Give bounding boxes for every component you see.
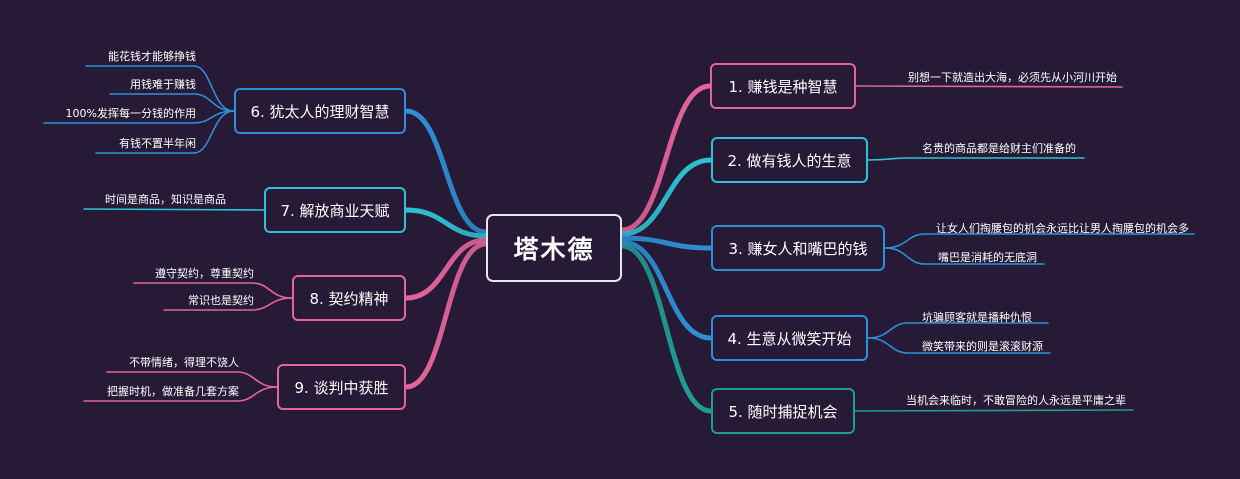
root-node[interactable]: 塔木德 bbox=[486, 214, 622, 282]
leaf-text: 当机会来临时，不敢冒险的人永远是平庸之辈 bbox=[906, 394, 1126, 407]
trunk-connector bbox=[619, 83, 713, 233]
branch-label: 1. 赚钱是种智慧 bbox=[728, 77, 838, 96]
leaf-text: 有钱不置半年闲 bbox=[119, 137, 196, 150]
leaf-text: 遵守契约，尊重契约 bbox=[155, 267, 254, 280]
branch-node[interactable]: 8. 契约精神 bbox=[292, 275, 406, 321]
leaf-connector bbox=[85, 65, 235, 112]
branch-label: 4. 生意从微笑开始 bbox=[727, 329, 852, 348]
leaf-text: 嘴巴是消耗的无底洞 bbox=[938, 251, 1037, 264]
leaf-text: 常识也是契约 bbox=[188, 294, 254, 307]
branch-label: 8. 契约精神 bbox=[309, 289, 389, 308]
leaf-text: 能花钱才能够挣钱 bbox=[108, 50, 196, 63]
leaf-connector bbox=[867, 337, 1051, 354]
leaf-connector bbox=[133, 282, 293, 299]
branch-node[interactable]: 4. 生意从微笑开始 bbox=[711, 315, 868, 361]
trunk-connector bbox=[403, 237, 489, 301]
leaf-connector bbox=[884, 233, 1195, 249]
leaf-text: 坑骗顾客就是播种仇恨 bbox=[922, 311, 1032, 324]
leaf-text: 把握时机，做准备几套方案 bbox=[107, 385, 239, 398]
leaf-connector bbox=[855, 85, 1123, 88]
leaf-connector bbox=[95, 110, 235, 154]
leaf-connector bbox=[83, 208, 265, 211]
leaf-text: 不带情绪，得理不饶人 bbox=[129, 356, 239, 369]
branch-node[interactable]: 5. 随时捕捉机会 bbox=[711, 388, 855, 434]
branch-node[interactable]: 1. 赚钱是种智慧 bbox=[710, 63, 856, 109]
leaf-connector bbox=[867, 322, 1049, 339]
branch-node[interactable]: 7. 解放商业天赋 bbox=[264, 187, 406, 233]
leaf-connector bbox=[854, 409, 1134, 412]
trunk-connector bbox=[619, 157, 714, 237]
leaf-text: 名贵的商品都是给财主们准备的 bbox=[922, 142, 1076, 155]
leaf-text: 100%发挥每一分钱的作用 bbox=[65, 107, 196, 120]
leaf-connector bbox=[163, 297, 293, 311]
branch-node[interactable]: 2. 做有钱人的生意 bbox=[711, 137, 868, 183]
leaf-text: 用钱难于赚钱 bbox=[130, 78, 196, 91]
leaf-connector bbox=[83, 386, 278, 402]
leaf-text: 时间是商品，知识是商品 bbox=[105, 193, 226, 206]
trunk-connector bbox=[619, 235, 714, 251]
branch-node[interactable]: 9. 谈判中获胜 bbox=[277, 364, 406, 410]
leaf-text: 让女人们掏腰包的机会永远比让男人掏腰包的机会多 bbox=[936, 222, 1189, 235]
branch-label: 3. 赚女人和嘴巴的钱 bbox=[728, 239, 868, 258]
trunk-connector bbox=[403, 241, 489, 390]
leaf-connector bbox=[109, 93, 235, 112]
trunk-connector bbox=[619, 243, 714, 414]
leaf-connector bbox=[884, 247, 1045, 265]
leaf-text: 别想一下就造出大海，必须先从小河川开始 bbox=[908, 71, 1117, 84]
trunk-connector bbox=[619, 239, 714, 341]
branch-node[interactable]: 3. 赚女人和嘴巴的钱 bbox=[711, 225, 885, 271]
branch-node[interactable]: 6. 犹太人的理财智慧 bbox=[234, 88, 406, 134]
root-label: 塔木德 bbox=[513, 235, 595, 264]
leaf-connector bbox=[106, 371, 278, 388]
branch-label: 5. 随时捕捉机会 bbox=[728, 402, 838, 421]
branch-label: 6. 犹太人的理财智慧 bbox=[250, 102, 390, 121]
leaf-connector bbox=[867, 157, 1085, 161]
branch-label: 9. 谈判中获胜 bbox=[294, 378, 389, 397]
trunk-connector bbox=[403, 108, 489, 235]
branch-label: 7. 解放商业天赋 bbox=[280, 201, 390, 220]
trunk-connector bbox=[403, 207, 489, 239]
leaf-text: 微笑带来的则是滚滚财源 bbox=[922, 340, 1043, 353]
branch-label: 2. 做有钱人的生意 bbox=[727, 151, 852, 170]
